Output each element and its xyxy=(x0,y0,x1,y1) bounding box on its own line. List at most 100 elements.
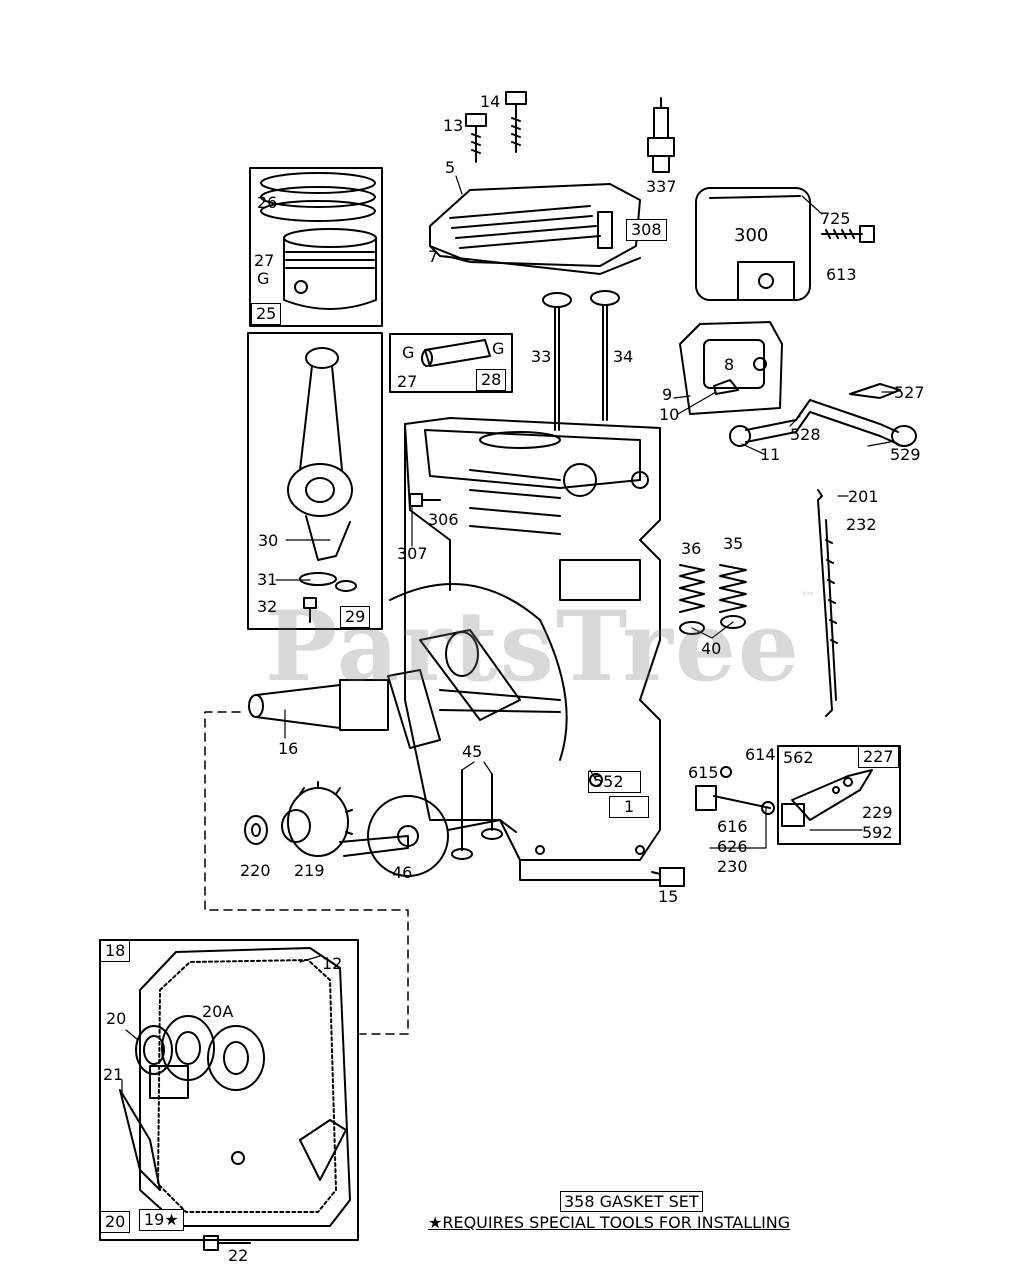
screw-613 xyxy=(821,225,875,243)
kit-box-18 xyxy=(99,939,359,1241)
piston-rings xyxy=(260,172,376,222)
kit-label-25: 25 xyxy=(251,303,282,325)
gasket-set-note: 358 GASKET SET xyxy=(560,1191,703,1212)
kit-box-29 xyxy=(247,332,383,630)
part-label-528: 528 xyxy=(790,425,821,444)
part-label-725: 725 xyxy=(820,209,851,228)
part-label-15: 15 xyxy=(658,887,679,906)
bolt-14 xyxy=(505,91,527,153)
part-label-33: 33 xyxy=(531,347,552,366)
part-label-527: 527 xyxy=(894,383,925,402)
part-label-16: 16 xyxy=(278,739,299,758)
part-label-35: 35 xyxy=(723,534,744,553)
part-label-613: 613 xyxy=(826,265,857,284)
part-label-30: 30 xyxy=(258,531,279,550)
wrist-pin xyxy=(421,339,491,367)
valve-spring-35 xyxy=(719,564,747,629)
part-label-219: 219 xyxy=(294,861,325,880)
washer-220 xyxy=(244,815,268,845)
part-label-552: 552 xyxy=(588,771,641,793)
cylinder-block xyxy=(389,417,661,881)
kit-box-25 xyxy=(249,167,383,327)
part-label-201: 201 xyxy=(848,487,879,506)
part-label-5: 5 xyxy=(445,158,456,177)
rod-lock-and-bolts xyxy=(299,572,357,623)
part-label-20A: 20A xyxy=(202,1002,234,1021)
gear-219 xyxy=(281,781,353,857)
kit-label-29: 29 xyxy=(340,606,371,628)
dashed-guide xyxy=(204,711,409,1035)
part-label-307: 307 xyxy=(397,544,428,563)
kit-label-1: 1 xyxy=(609,796,650,818)
grade-mark-g-right: G xyxy=(492,339,505,358)
part-label-7: 7 xyxy=(428,247,439,266)
breather-assembly xyxy=(679,321,917,447)
bolt-13 xyxy=(465,113,487,163)
part-label-616: 616 xyxy=(717,817,748,836)
kit-box-28 xyxy=(389,333,513,393)
part-label-14: 14 xyxy=(480,92,501,111)
part-label-529: 529 xyxy=(890,445,921,464)
governor-crank-616 xyxy=(695,766,775,815)
drain-plug-15 xyxy=(651,867,685,887)
piston xyxy=(283,228,377,310)
spark-plug-337 xyxy=(647,97,675,173)
part-label-230: 230 xyxy=(717,857,748,876)
part-label-26: 26 xyxy=(257,193,278,212)
part-label-300: 300 xyxy=(734,225,769,246)
part-label-306: 306 xyxy=(428,510,459,529)
bracket-lines xyxy=(709,807,767,849)
governor-lever xyxy=(781,769,873,827)
grade-mark-g-left: G xyxy=(402,343,415,362)
leader-lines xyxy=(121,175,897,1095)
kit-box-227 xyxy=(777,745,901,845)
part-label-40: 40 xyxy=(701,639,722,658)
part-label-562: 562 xyxy=(783,748,814,767)
part-label-21: 21 xyxy=(103,1065,124,1084)
part-label-8: 8 xyxy=(724,355,735,374)
governor-link-201 xyxy=(817,489,838,717)
kit-label-18: 18 xyxy=(100,940,131,962)
part-label-12: 12 xyxy=(322,954,343,973)
crankcase-cover xyxy=(119,947,351,1227)
part-label-9: 9 xyxy=(662,385,673,404)
part-label-46: 46 xyxy=(392,863,413,882)
part-label-31: 31 xyxy=(257,570,278,589)
part-label-45: 45 xyxy=(462,742,483,761)
valve-spring-36 xyxy=(679,564,705,635)
part-label-11: 11 xyxy=(760,445,781,464)
part-label-592: 592 xyxy=(862,823,893,842)
screw-22 xyxy=(203,1235,251,1251)
part-label-626: 626 xyxy=(717,837,748,856)
part-label-229: 229 xyxy=(862,803,893,822)
part-label-22: 22 xyxy=(228,1246,249,1265)
kit-label-227: 227 xyxy=(858,746,899,768)
part-label-27-pin: 27 xyxy=(397,372,418,391)
kit-label-308: 308 xyxy=(626,219,667,241)
part-label-13: 13 xyxy=(443,116,464,135)
valve-34 xyxy=(590,290,620,421)
camshaft-46 xyxy=(339,795,517,877)
part-label-232: 232 xyxy=(846,515,877,534)
kit-label-19: 19★ xyxy=(139,1209,184,1231)
part-label-27: 27 xyxy=(254,251,275,270)
part-label-614: 614 xyxy=(745,745,776,764)
screw-307 xyxy=(409,493,441,507)
part-label-615: 615 xyxy=(688,763,719,782)
kit-label-20: 20 xyxy=(100,1211,131,1233)
part-label-32: 32 xyxy=(257,597,278,616)
lifters-45 xyxy=(451,769,503,860)
muffler-300 xyxy=(695,187,811,301)
part-label-220: 220 xyxy=(240,861,271,880)
part-label-34: 34 xyxy=(613,347,634,366)
part-label-337: 337 xyxy=(646,177,677,196)
part-label-10: 10 xyxy=(659,405,680,424)
grade-mark-g: G xyxy=(257,269,270,288)
valve-33 xyxy=(542,292,572,431)
cylinder-head-5 xyxy=(429,183,641,275)
part-label-20: 20 xyxy=(106,1009,127,1028)
connecting-rod xyxy=(287,347,353,561)
part-label-36: 36 xyxy=(681,539,702,558)
special-tools-note: ★REQUIRES SPECIAL TOOLS FOR INSTALLING xyxy=(428,1213,791,1232)
crankshaft xyxy=(248,629,561,749)
